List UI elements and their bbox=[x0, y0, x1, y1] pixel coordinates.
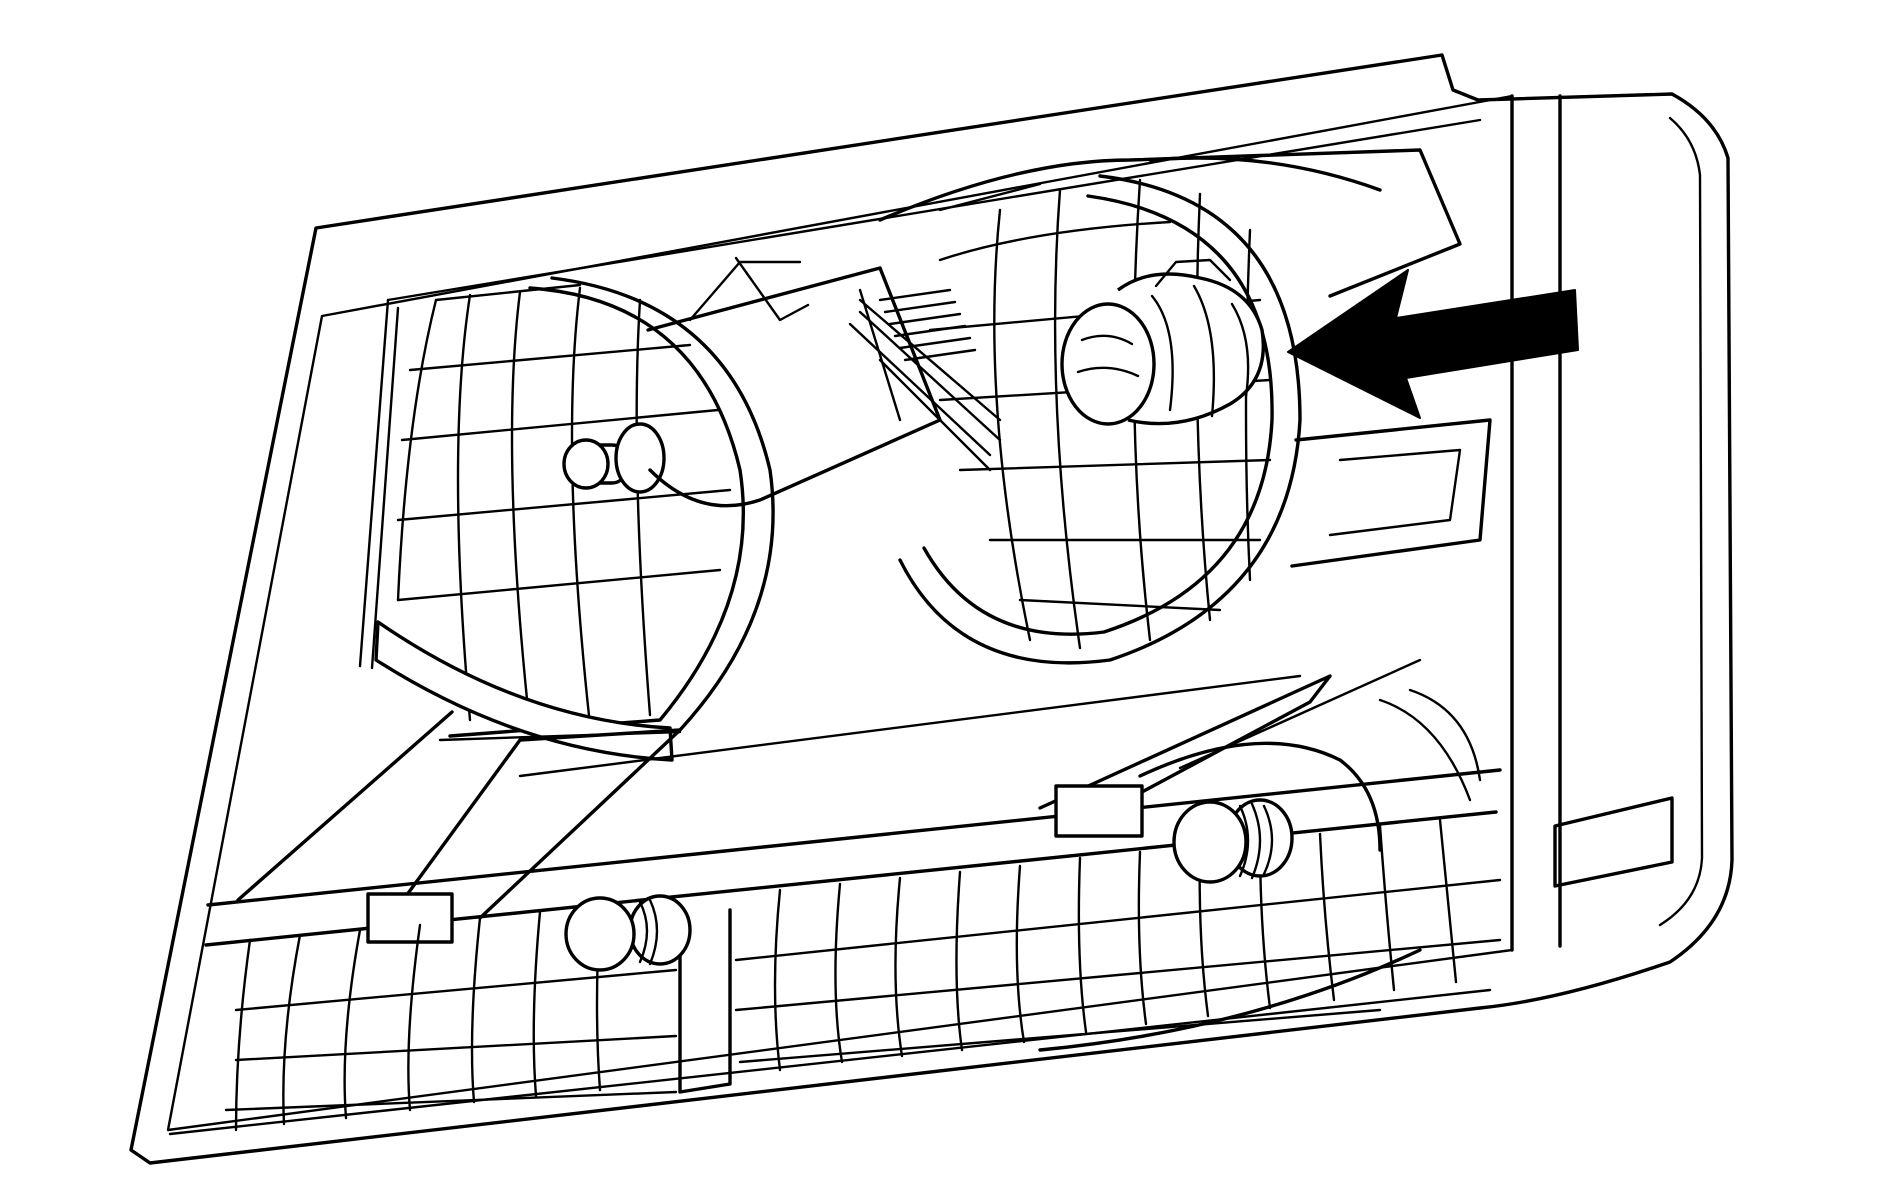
upper-bezel bbox=[358, 118, 1482, 670]
beam-separator bbox=[646, 256, 1002, 508]
lower-lamp-section bbox=[204, 658, 1502, 1132]
lower-lens-edge bbox=[168, 988, 1492, 1136]
high-beam-bulb-socket bbox=[1060, 258, 1265, 426]
arrow-left-icon bbox=[1287, 269, 1579, 419]
low-beam-reflector bbox=[374, 276, 775, 762]
lower-bulb-left bbox=[564, 894, 692, 972]
headlamp-housing bbox=[129, 53, 1734, 1165]
lower-bulb-right bbox=[1172, 798, 1294, 884]
low-beam-bulb-stub bbox=[562, 422, 666, 494]
